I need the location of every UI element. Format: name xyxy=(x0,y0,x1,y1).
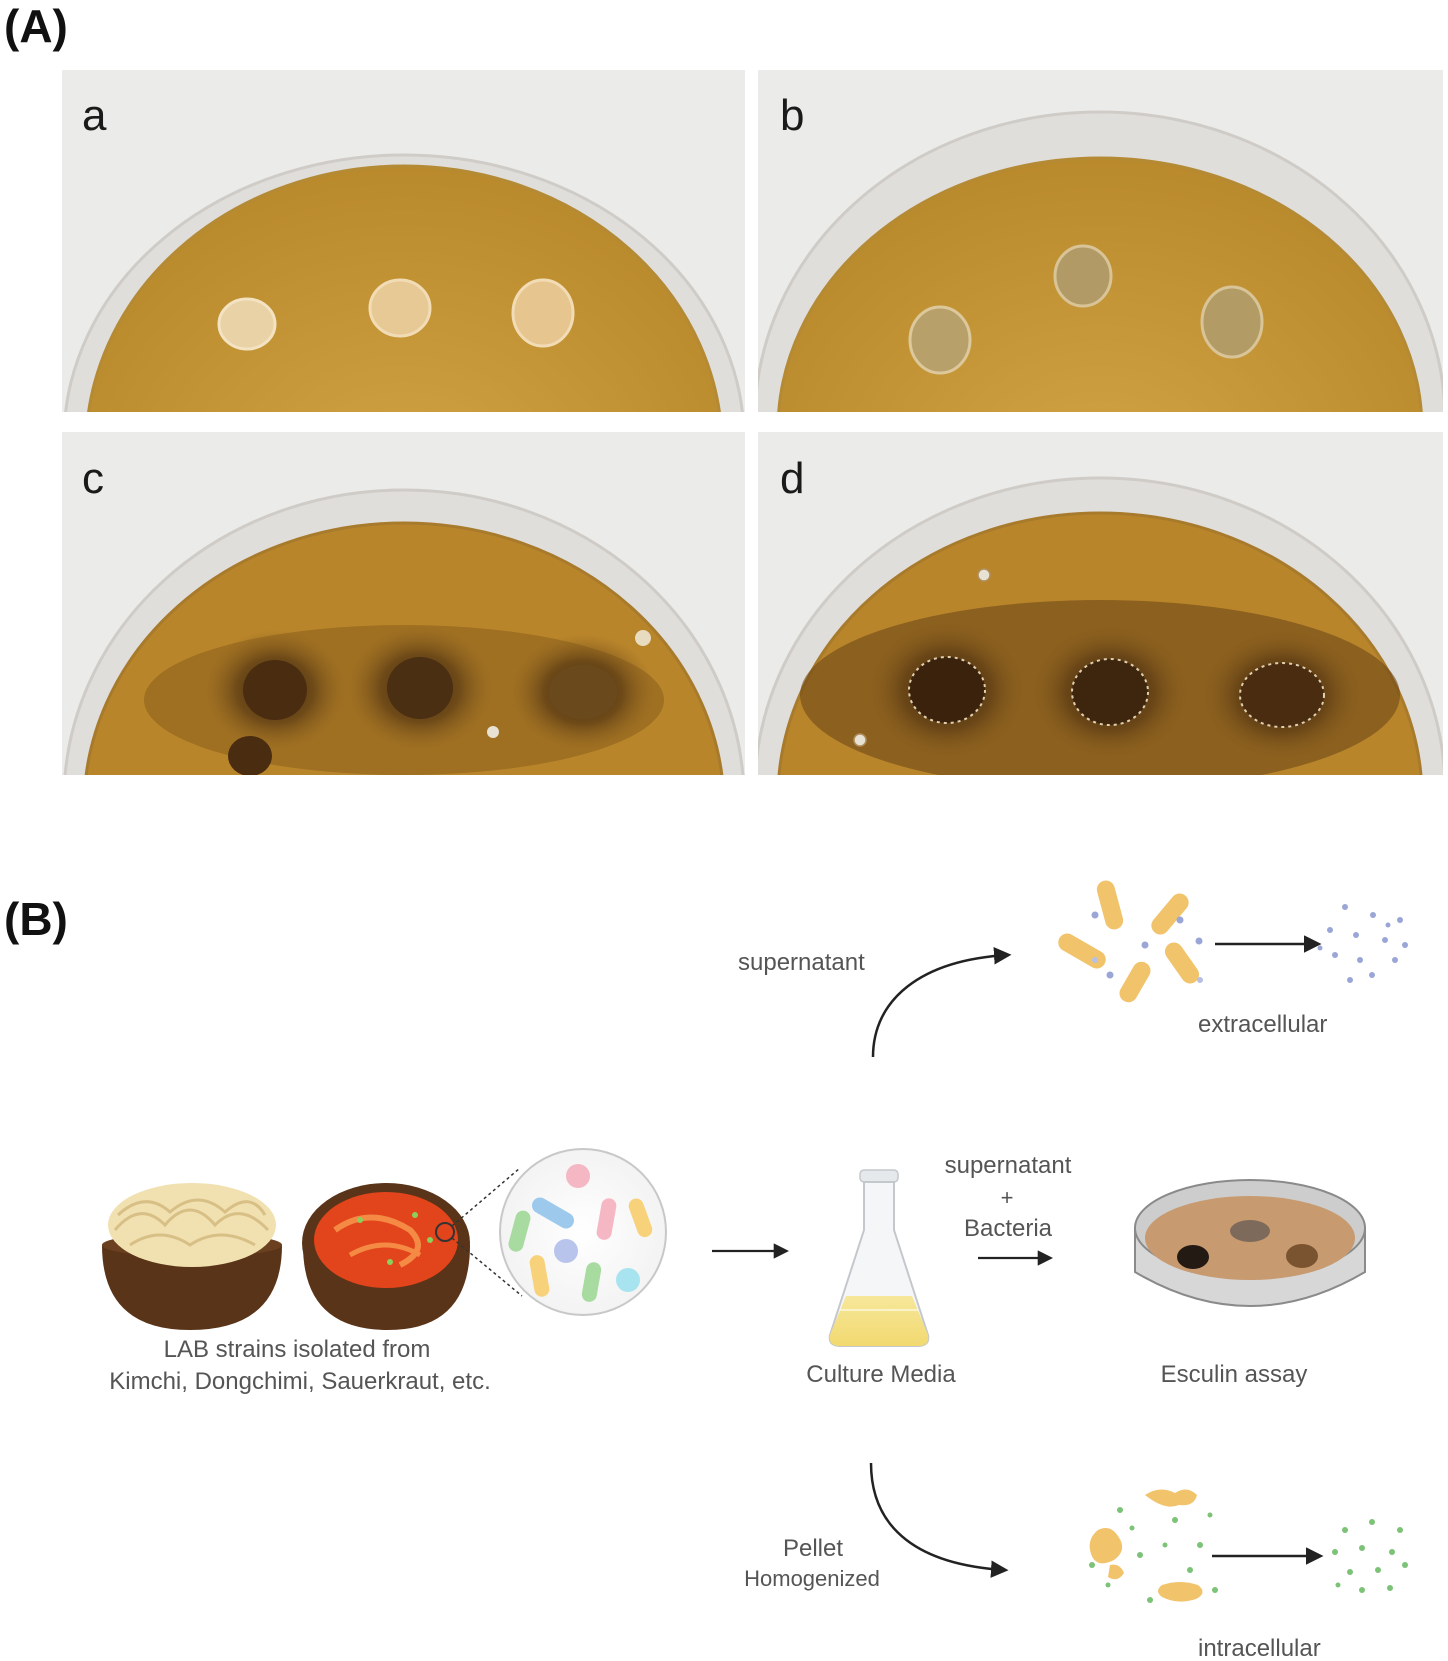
plate-photo-a xyxy=(62,70,745,412)
extracellular-dots-icon xyxy=(1317,904,1408,983)
middle-branch-plus: + xyxy=(1001,1185,1014,1210)
plate-letter-d: d xyxy=(780,454,804,503)
esculin-assay-label: Esculin assay xyxy=(1161,1361,1308,1388)
plate-photo-c xyxy=(62,432,745,775)
source-label-line2: Kimchi, Dongchimi, Sauerkraut, etc. xyxy=(109,1368,490,1395)
intracellular-label: intracellular xyxy=(1198,1635,1321,1661)
bottom-branch-line1: Pellet xyxy=(783,1535,843,1562)
noodle-bowl-icon xyxy=(102,1183,282,1330)
zone-a3 xyxy=(511,278,575,348)
bottom-branch-line2: Homogenized xyxy=(744,1566,880,1591)
plate-photo-b xyxy=(758,70,1443,412)
plate-photo-d xyxy=(758,432,1443,775)
arrow-pellet-down xyxy=(869,1462,1009,1578)
esculin-petri-dish-icon xyxy=(1134,1179,1366,1307)
zone-b1 xyxy=(908,305,972,375)
extracellular-bacteria-icon xyxy=(1058,880,1203,1003)
zone-a1 xyxy=(217,297,277,351)
zone-c3 xyxy=(549,665,617,719)
middle-branch-line2: Bacteria xyxy=(964,1215,1053,1242)
lab-microbes-magnified-icon xyxy=(499,1148,667,1316)
plate-letter-a: a xyxy=(82,91,107,140)
source-label-line1: LAB strains isolated from xyxy=(164,1336,431,1363)
arrow-supernatant-up xyxy=(871,947,1012,1058)
culture-flask-icon xyxy=(828,1169,930,1347)
intracellular-lysed-bacteria-icon xyxy=(1089,1489,1218,1603)
zone-d1 xyxy=(908,656,986,724)
zone-c2 xyxy=(387,657,453,719)
plate-letter-c: c xyxy=(82,454,104,503)
panel-a-label: (A) xyxy=(4,0,68,52)
top-branch-label: supernatant xyxy=(738,949,865,976)
culture-media-label: Culture Media xyxy=(806,1361,956,1388)
zone-c1 xyxy=(243,660,307,720)
kimchi-bowl-icon xyxy=(302,1183,470,1330)
zone-b2 xyxy=(1053,244,1113,308)
zone-d3 xyxy=(1239,662,1325,728)
plate-letter-b: b xyxy=(780,91,804,140)
panel-b-label: (B) xyxy=(4,893,68,945)
middle-branch-line1: supernatant xyxy=(945,1152,1072,1179)
zone-b3 xyxy=(1200,285,1264,359)
zone-d2 xyxy=(1071,658,1149,726)
intracellular-dots-icon xyxy=(1332,1519,1408,1593)
zone-a2 xyxy=(368,278,432,338)
extracellular-label: extracellular xyxy=(1198,1011,1327,1038)
